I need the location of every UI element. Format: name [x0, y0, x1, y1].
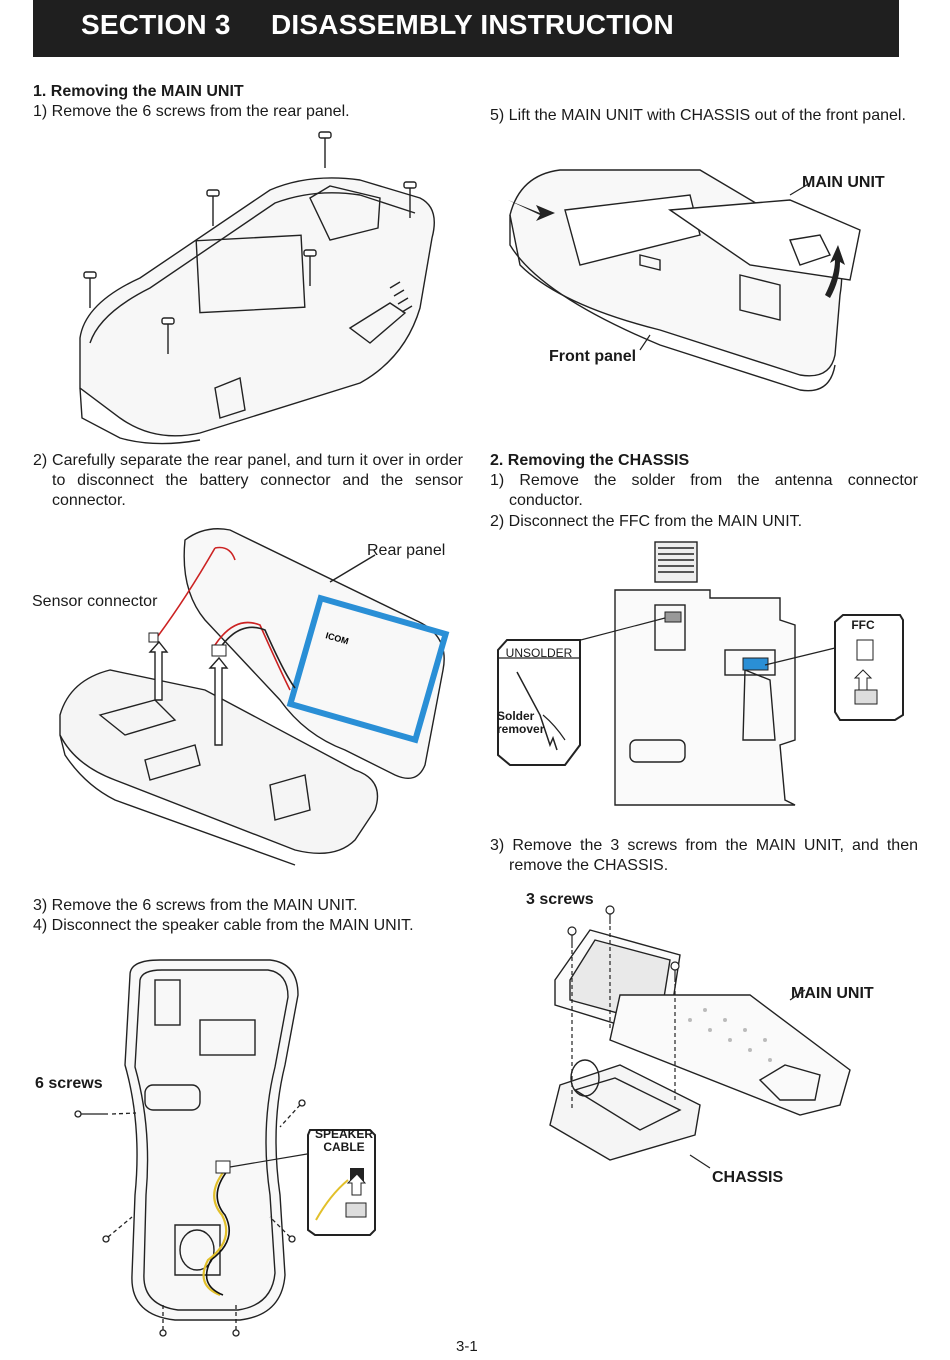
section-header-bar: SECTION 3 DISASSEMBLY INSTRUCTION	[33, 0, 899, 57]
section-title: DISASSEMBLY INSTRUCTION	[271, 9, 674, 40]
battery-pack	[286, 594, 450, 744]
figure-chassis-removal	[549, 905, 851, 1169]
up-arrow-icons	[148, 640, 229, 746]
label-front-panel: Front panel	[549, 348, 637, 365]
figure-rear-panel-screws	[79, 131, 435, 445]
label-main-unit-1: MAIN UNIT	[802, 174, 885, 191]
label-unsolder: UNSOLDER	[505, 646, 573, 660]
label-rear-panel: Rear panel	[367, 542, 446, 559]
chassis-step-2-text: 2) Disconnect the FFC from the MAIN UNIT…	[490, 513, 803, 530]
screw-icons	[567, 905, 680, 1110]
unsolder-callout	[497, 639, 581, 766]
label-speaker-cable: SPEAKER CABLE	[314, 1127, 373, 1154]
label-ffc: FFC	[851, 618, 875, 632]
sensor-connector-part	[148, 632, 159, 643]
step-2-text: 2) Carefully separate the rear panel, an…	[33, 452, 463, 509]
page-number: 3-1	[456, 1338, 478, 1355]
speaker-cable-callout	[307, 1129, 376, 1236]
figure-lift-main-unit	[508, 169, 861, 392]
figure-chassis-ffc	[497, 541, 904, 806]
chassis-step-1-text: 1) Remove the solder from the antenna co…	[490, 472, 918, 509]
label-main-unit-2: MAIN UNIT	[791, 985, 874, 1002]
figure-open-rear-panel: ICOM	[59, 528, 450, 866]
heading-removing-main-unit: 1. Removing the MAIN UNIT	[33, 83, 244, 100]
label-6-screws: 6 screws	[35, 1075, 103, 1092]
screw-icons	[83, 131, 417, 354]
step-4-text: 4) Disconnect the speaker cable from the…	[33, 917, 414, 934]
ffc-callout	[834, 614, 904, 721]
label-3-screws: 3 screws	[526, 891, 594, 908]
heading-removing-chassis: 2. Removing the CHASSIS	[490, 452, 690, 469]
screw-icons	[74, 1099, 306, 1337]
figure-main-unit-in-front-panel	[74, 959, 376, 1337]
step-1-text: 1) Remove the 6 screws from the rear pan…	[33, 103, 350, 120]
step-5-text: 5) Lift the MAIN UNIT with CHASSIS out o…	[490, 107, 906, 124]
step-3-text: 3) Remove the 6 screws from the MAIN UNI…	[33, 897, 358, 914]
label-solder-remover: Solder remover	[497, 709, 545, 736]
label-sensor-connector: Sensor connector	[32, 593, 158, 610]
chassis-step-3-text: 3) Remove the 3 screws from the MAIN UNI…	[490, 837, 918, 874]
section-number: SECTION 3	[81, 9, 231, 40]
label-chassis: CHASSIS	[712, 1169, 784, 1186]
